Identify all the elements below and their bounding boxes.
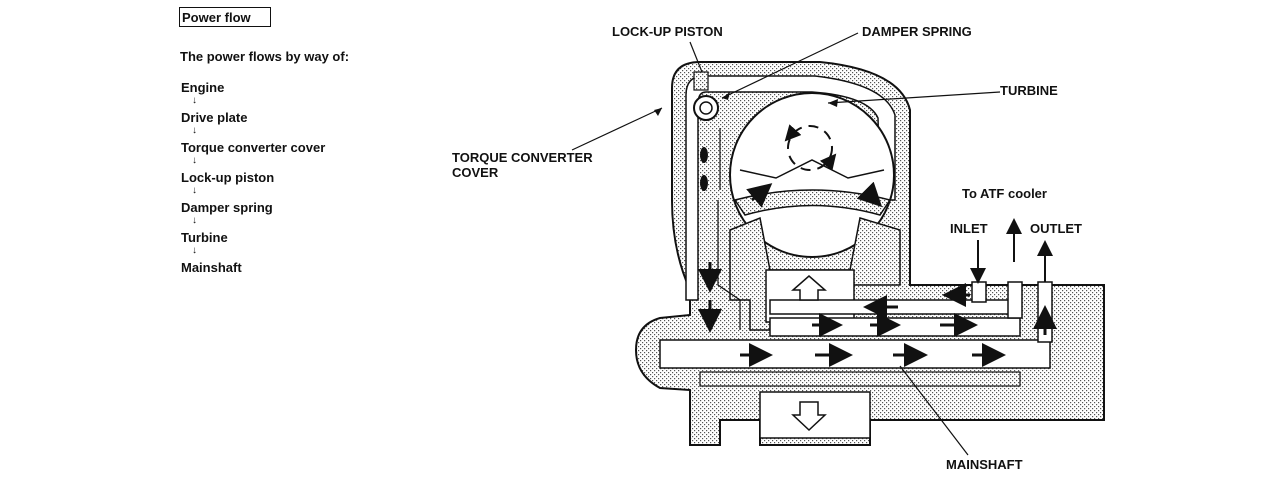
flow-arrow-icon: ↓ [192,215,197,226]
flow-step-converter-cover: Torque converter cover [181,140,326,155]
flow-arrow-icon: ↓ [192,125,197,136]
label-outlet: OUTLET [1030,221,1082,236]
flow-arrow-icon: ↓ [192,185,197,196]
power-flow-intro: The power flows by way of: [180,49,350,64]
leader-lines [571,32,1001,456]
flow-arrow-icon: ↓ [192,155,197,166]
flow-arrow-icon: ↓ [192,245,197,256]
label-atf-cooler: To ATF cooler [962,186,1047,201]
label-inlet: INLET [950,221,988,236]
flow-step-damper-spring: Damper spring [181,200,273,215]
power-flow-title: Power flow [179,7,271,27]
label-turbine: TURBINE [1000,83,1058,98]
label-tc-cover-1: TORQUE CONVERTER [452,150,593,165]
flow-step-turbine: Turbine [181,230,228,245]
label-lockup-piston: LOCK-UP PISTON [612,24,723,39]
turbine-shape [729,92,895,258]
flow-step-mainshaft: Mainshaft [181,260,242,275]
up-arrow-icon [791,275,827,301]
flow-step-engine: Engine [181,80,225,95]
flow-step-lockup-piston: Lock-up piston [181,170,275,185]
flow-arrows [698,181,1057,367]
label-tc-cover-2: COVER [452,165,499,180]
flow-step-drive-plate: Drive plate [181,110,248,125]
flow-arrow-icon: ↓ [192,95,197,106]
label-damper-spring: DAMPER SPRING [862,24,972,39]
down-arrow-icon [791,401,827,432]
label-mainshaft: MAINSHAFT [946,457,1023,472]
